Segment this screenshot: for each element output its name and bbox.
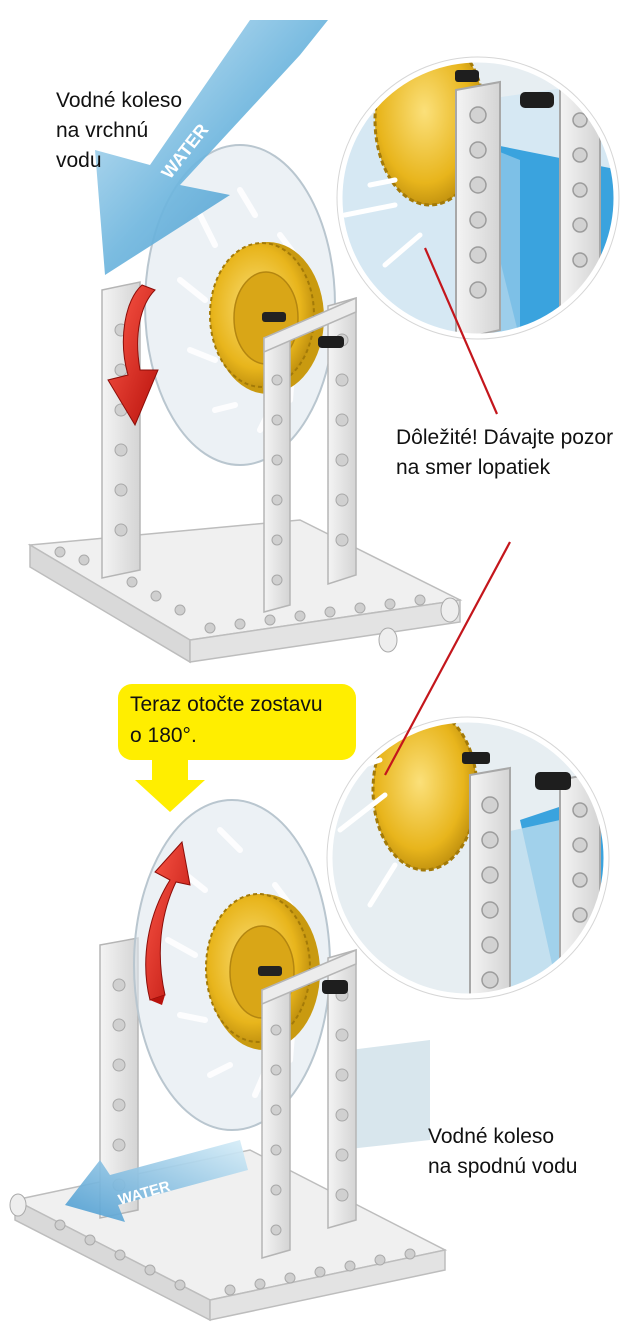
important-note-label: Dôležité! Dávajte pozor na smer lopatiek (396, 426, 614, 479)
top-base-plate (27, 519, 463, 664)
bottom-right-frame (261, 948, 357, 1259)
top-water-arrow: WATER (95, 20, 328, 275)
top-detail-magnifier (336, 56, 620, 340)
bottom-detail-magnifier (326, 716, 610, 1000)
top-right-frame (263, 296, 357, 613)
undershot-assembly: WATER (9, 799, 448, 1322)
undershot-wheel-label: Vodné koleso na spodnú vodu (428, 1125, 578, 1178)
rotate-callout: Teraz otočte zostavu o 180°. (118, 684, 356, 760)
rotate-instruction-text: Teraz otočte zostavu o 180°. (130, 693, 323, 747)
leader-line-top (423, 247, 499, 415)
leader-line-bottom (384, 541, 511, 776)
overshot-wheel-label: Vodné koleso na vrchnú vodu (56, 89, 183, 172)
top-rotation-arrow (107, 284, 159, 427)
bottom-rotation-arrow (145, 840, 191, 1005)
callout-down-arrow (135, 760, 205, 812)
overshot-assembly: WATER (27, 20, 463, 664)
bottom-left-upright (99, 937, 139, 1219)
